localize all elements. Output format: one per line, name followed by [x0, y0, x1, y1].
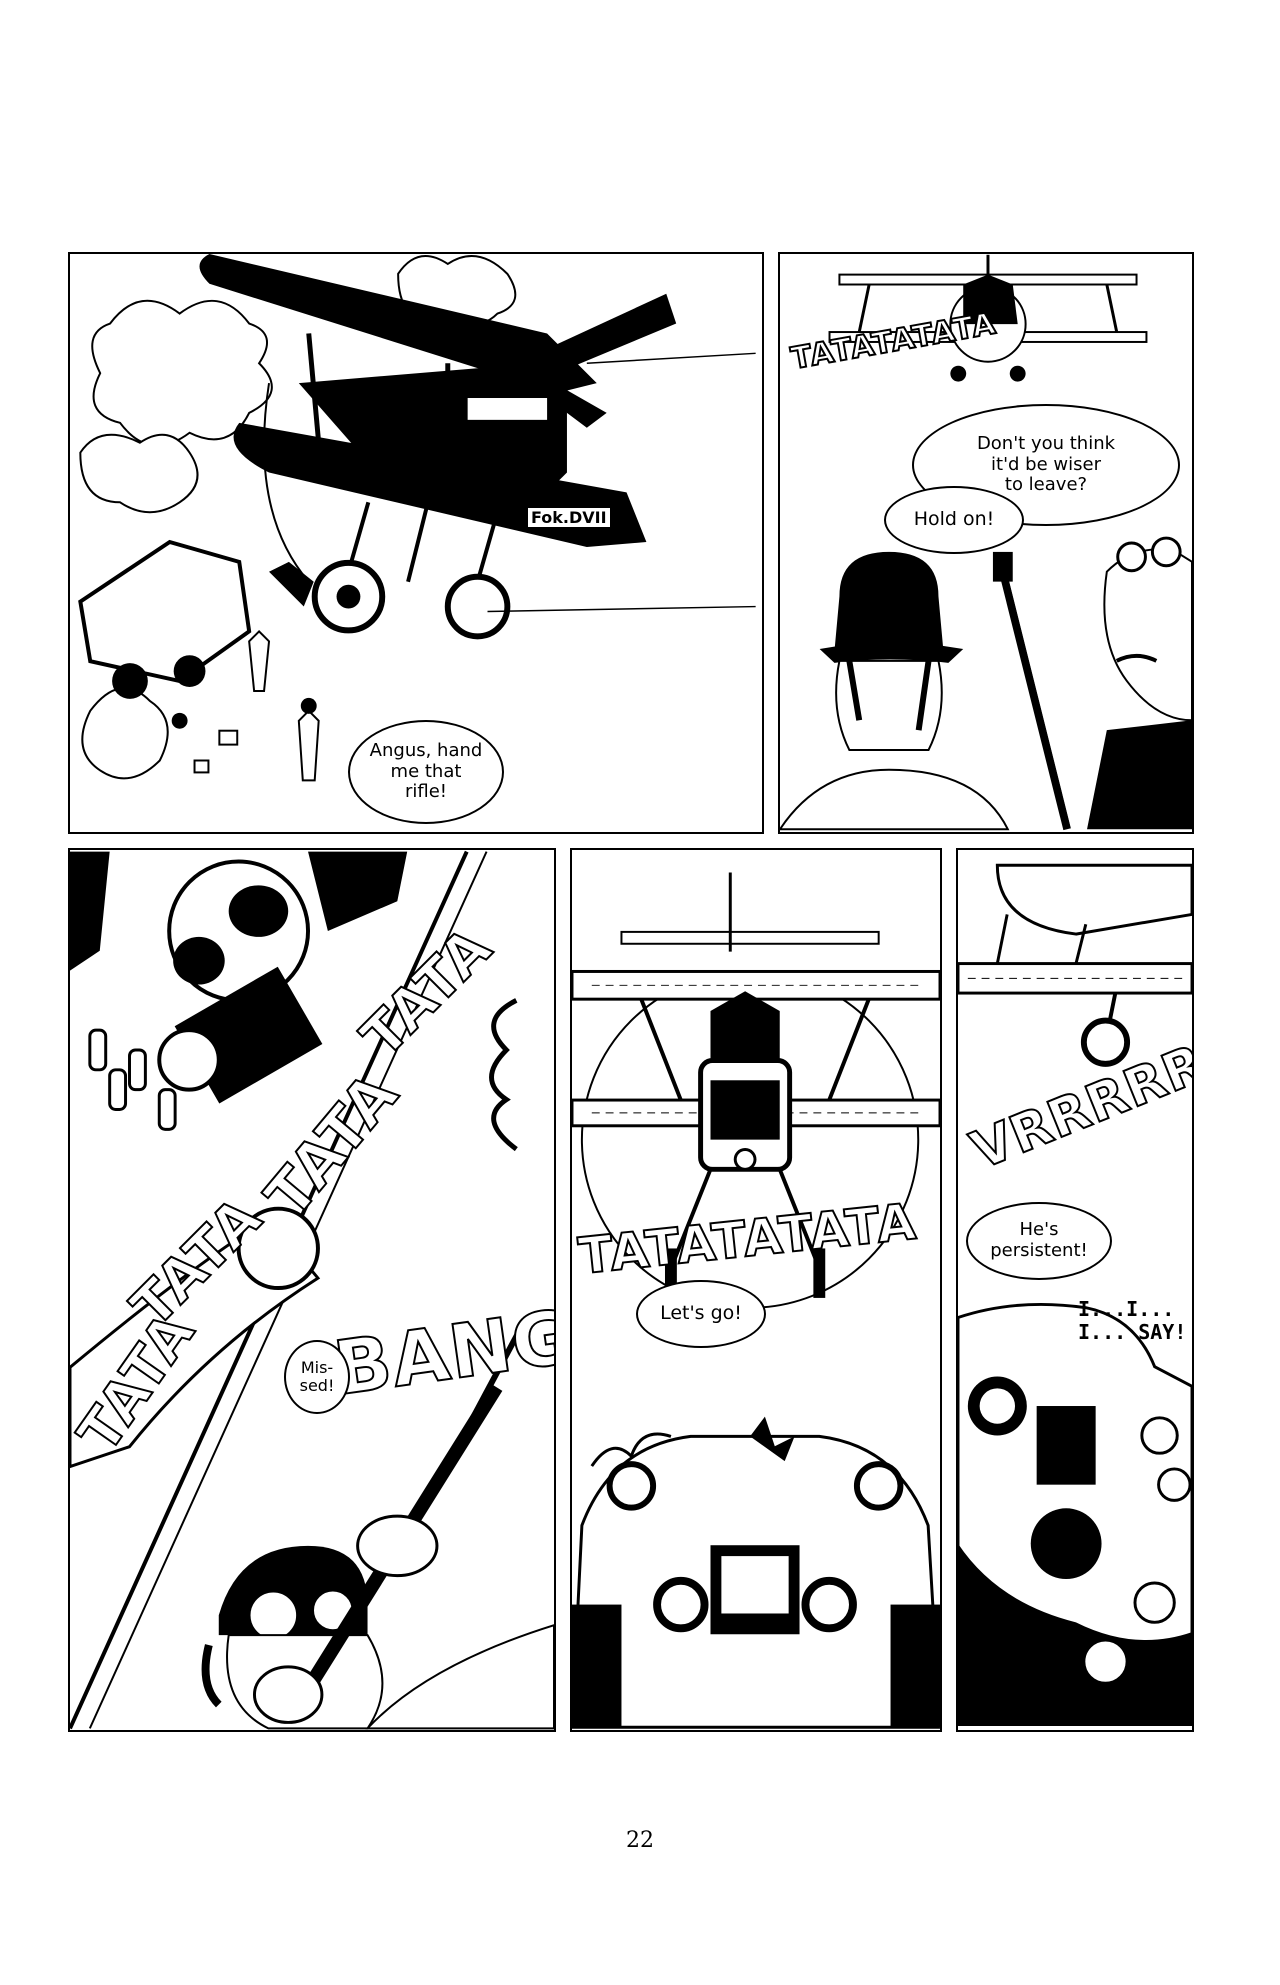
- speech-balloon-persistent: He's persistent!: [966, 1202, 1112, 1280]
- speech-balloon-lets-go: Let's go!: [636, 1280, 766, 1348]
- panel-4-art: [572, 872, 940, 1729]
- speech-balloon-missed: Mis- sed!: [284, 1340, 350, 1414]
- speech-balloon: Angus, hand me that rifle!: [348, 720, 504, 824]
- panel-1: Angus, hand me that rifle! Fok.DVII: [68, 252, 764, 834]
- panel-4: TATATATATA Let's go!: [570, 848, 942, 1732]
- panel-2-art: [780, 254, 1192, 831]
- page-number: 22: [626, 1828, 654, 1853]
- panel-3: TATA TATA TATA TATA BANG Mis- sed!: [68, 848, 556, 1732]
- panel-2: TATATATATA Don't you think it'd be wiser…: [778, 252, 1194, 834]
- aircraft-marking: Fok.DVII: [528, 508, 610, 527]
- caption-i-say: I...I... I... SAY!: [1078, 1297, 1187, 1344]
- panel-3-art: [70, 850, 554, 1730]
- panel-5-art: [958, 863, 1192, 1727]
- speech-balloon-hold-on: Hold on!: [884, 486, 1024, 554]
- panel-5: VRRRRRR He's persistent! I...I... I... S…: [956, 848, 1194, 1732]
